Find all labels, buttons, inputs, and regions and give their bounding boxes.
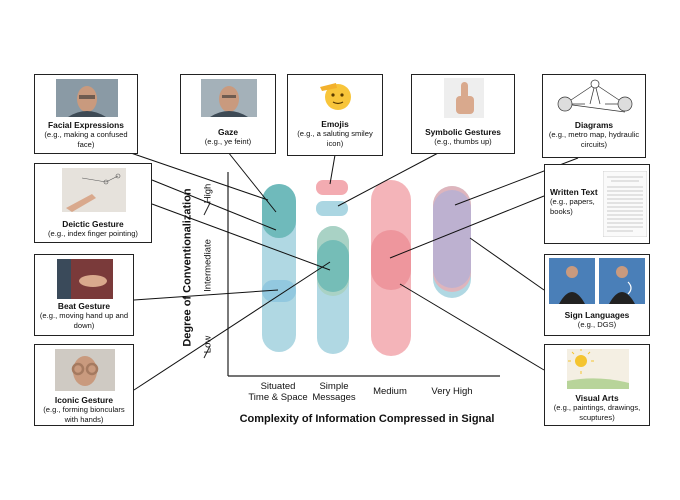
x-tick-situated-line1: Situated (260, 381, 296, 392)
card-emojis: Emojis (e.g., a saluting smiley icon) (287, 74, 383, 156)
y-axis-break-bottom (203, 345, 211, 359)
card-symbolic-example: (e.g., thumbs up) (434, 137, 492, 146)
card-sign-languages: Sign Languages (e.g., DGS) (544, 254, 650, 336)
bar-situated-teal (262, 184, 296, 238)
card-beat-gesture: Beat Gesture (e.g., moving hand up and d… (34, 254, 134, 336)
connector-emojis (329, 154, 336, 185)
card-written-title: Written Text (550, 187, 598, 197)
card-deictic-gesture: Deictic Gesture (e.g., index finger poin… (34, 163, 152, 243)
bar-medium-red (371, 230, 411, 290)
y-tick-low: Low (202, 335, 214, 354)
y-axis-title: Degree of Conventionalization (181, 188, 194, 347)
connector-symbolic (337, 151, 441, 207)
card-facial-expressions: Facial Expressions (e.g., making a confu… (34, 74, 138, 154)
connector-written (389, 195, 545, 259)
bar-simple-pink-top (316, 180, 348, 195)
connector-visual (399, 283, 545, 371)
x-tick-situated: Situated Time & Space (242, 381, 314, 403)
card-gaze: Gaze (e.g., ye feint) (180, 74, 276, 154)
connector-deictic-1 (151, 179, 277, 231)
card-deictic-example: (e.g., index finger pointing) (48, 229, 138, 238)
card-visual-title: Visual Arts (575, 393, 619, 403)
card-diagrams-title: Diagrams (574, 120, 614, 130)
painting-thumbnail (567, 349, 629, 389)
bar-veryhigh-purple (433, 190, 471, 288)
connector-deictic-2 (151, 203, 331, 271)
card-diagrams: Diagrams (e.g., metro map, hydraulic cir… (542, 74, 646, 158)
card-written-text: Written Text (e.g., papers, books) (544, 164, 650, 244)
connector-iconic (133, 261, 331, 391)
x-tick-simple-line2: Messages (312, 392, 356, 403)
connector-gaze (227, 151, 277, 213)
card-emojis-example: (e.g., a saluting smiley icon) (297, 129, 373, 148)
pointing-photo (62, 168, 126, 212)
beat-gesture-photo (57, 259, 113, 299)
facial-expression-photo (56, 79, 118, 117)
x-tick-situated-line2: Time & Space (248, 392, 308, 403)
x-tick-simple-line1: Simple (319, 381, 349, 392)
connector-sign (469, 237, 545, 291)
x-axis-title: Complexity of Information Compressed in … (239, 413, 495, 425)
card-beat-example: (e.g., moving hand up and down) (39, 311, 129, 330)
card-facial-title: Facial Expressions (48, 120, 124, 130)
card-iconic-gesture: Iconic Gesture (e.g., forming bionculars… (34, 344, 134, 426)
y-axis-break-top (203, 202, 211, 216)
card-gaze-title: Gaze (217, 127, 239, 137)
saluting-emoji-icon (320, 83, 351, 110)
iconic-gesture-photo (55, 349, 115, 391)
y-tick-intermediate: Intermediate (202, 239, 214, 292)
card-deictic-title: Deictic Gesture (62, 219, 124, 229)
thumbs-up-photo (444, 78, 484, 118)
x-tick-simple: Simple Messages (304, 381, 364, 403)
paper-document-thumbnail (603, 171, 647, 237)
card-sign-title: Sign Languages (564, 310, 630, 320)
card-facial-example: (e.g., making a confused face) (44, 130, 128, 149)
card-symbolic-title: Symbolic Gestures (425, 127, 501, 137)
card-iconic-title: Iconic Gesture (54, 395, 114, 405)
card-emojis-title: Emojis (321, 119, 349, 129)
card-diagrams-example: (e.g., metro map, hydraulic circuits) (548, 130, 640, 149)
card-iconic-example: (e.g., forming bionculars with hands) (43, 405, 125, 424)
card-symbolic-gestures: Symbolic Gestures (e.g., thumbs up) (411, 74, 515, 154)
x-tick-medium: Medium (373, 386, 407, 397)
card-beat-title: Beat Gesture (57, 301, 111, 311)
gaze-photo (201, 79, 257, 117)
bar-situated-blob (262, 280, 296, 302)
card-visual-example: (e.g., paintings, drawings, scuptures) (553, 403, 641, 422)
x-tick-veryhigh: Very High (431, 386, 473, 397)
y-tick-high: High (202, 183, 214, 204)
card-written-example: (e.g., papers, books) (550, 197, 595, 216)
card-sign-example: (e.g., DGS) (577, 320, 617, 329)
bar-simple-teal (317, 240, 349, 292)
sign-language-photo (549, 258, 645, 304)
connector-beat (133, 289, 279, 301)
diagram-thumbnail (557, 79, 633, 113)
card-gaze-example: (e.g., ye feint) (204, 137, 252, 146)
connector-facial (127, 151, 269, 201)
card-visual-arts: Visual Arts (e.g., paintings, drawings, … (544, 344, 650, 426)
